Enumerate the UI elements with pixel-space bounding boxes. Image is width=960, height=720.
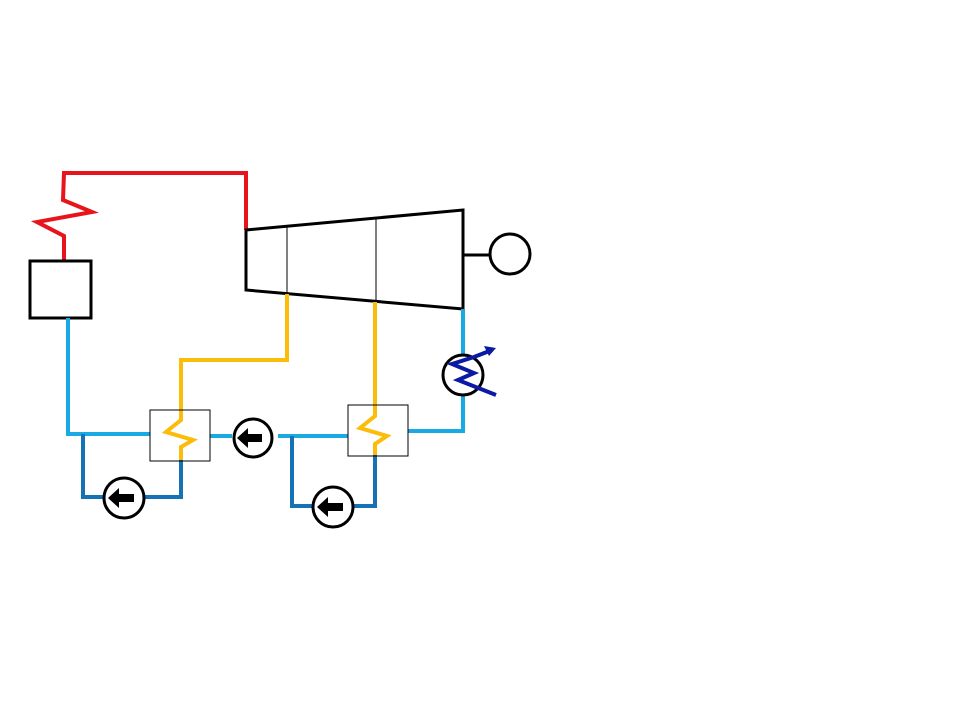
pump-arrow-icon xyxy=(237,428,262,448)
boiler xyxy=(28,259,93,320)
pump-drain-2 xyxy=(311,485,355,529)
pump-arrow-icon xyxy=(317,497,343,517)
extraction-line-2 xyxy=(355,302,392,455)
condenser xyxy=(441,346,497,397)
pump-arrow-icon xyxy=(108,488,134,508)
condensate-line xyxy=(66,309,465,438)
cooling-coil xyxy=(446,348,497,397)
turbine xyxy=(244,208,465,311)
feedwater-heater-2 xyxy=(347,404,409,457)
extraction-line-1 xyxy=(161,294,289,460)
cooling-outlet-arrow-icon xyxy=(484,346,496,356)
drain-loop-1 xyxy=(81,434,183,499)
pump-drain-1 xyxy=(102,476,146,520)
live-steam-line xyxy=(30,171,248,260)
drain-loop-2 xyxy=(290,436,377,508)
pump-main xyxy=(232,417,274,459)
generator xyxy=(488,232,532,276)
feedwater-heater-1 xyxy=(149,409,211,462)
